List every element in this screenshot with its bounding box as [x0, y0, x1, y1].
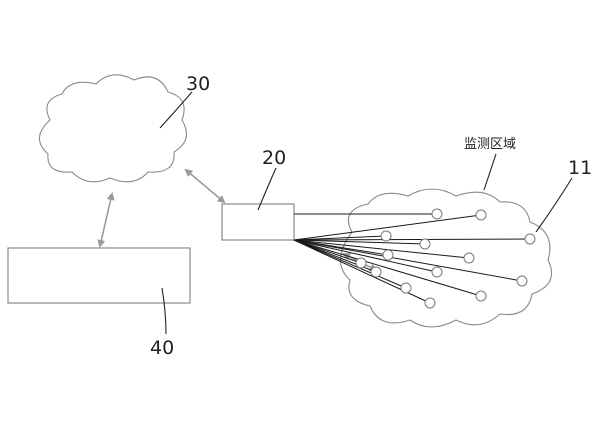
ray-5 — [293, 239, 426, 245]
leader-40 — [161, 287, 167, 335]
sensor-node — [431, 266, 443, 278]
sensor-node — [475, 290, 487, 302]
label-30: 30 — [186, 73, 210, 95]
leader-30 — [159, 91, 193, 129]
ray-4 — [293, 238, 531, 241]
sensor-node — [431, 208, 443, 220]
ray-3 — [293, 235, 387, 241]
sensor-node — [400, 282, 412, 294]
sensor-rays — [293, 213, 531, 304]
sensor-node — [382, 249, 394, 261]
sensor-node — [424, 297, 436, 309]
server-box-40 — [7, 247, 191, 304]
cloud-network-30 — [38, 74, 188, 183]
link-cloud-controller — [184, 168, 226, 204]
leader-monitoring-area — [483, 153, 497, 191]
ray-10 — [293, 239, 438, 273]
link-cloud-server — [97, 192, 115, 248]
sensor-node — [419, 238, 431, 250]
ray-13 — [293, 239, 482, 297]
monitoring-area-cloud — [339, 188, 553, 328]
ray-2 — [293, 214, 482, 241]
leader-20 — [257, 167, 277, 211]
sensor-node — [370, 266, 382, 278]
sensor-node — [463, 252, 475, 264]
label-40: 40 — [150, 337, 174, 359]
sensor-node — [355, 257, 367, 269]
sensor-node — [524, 233, 536, 245]
leader-11 — [535, 177, 573, 233]
sensor-node — [475, 209, 487, 221]
label-11: 11 — [568, 157, 592, 179]
sensor-node — [516, 275, 528, 287]
sensor-nodes — [355, 208, 536, 309]
ray-12 — [293, 239, 407, 289]
sensor-node — [380, 230, 392, 242]
ray-11 — [293, 239, 523, 282]
label-20: 20 — [262, 147, 286, 169]
monitoring-area-label: 监测区域 — [464, 137, 516, 152]
ray-7 — [293, 239, 470, 259]
